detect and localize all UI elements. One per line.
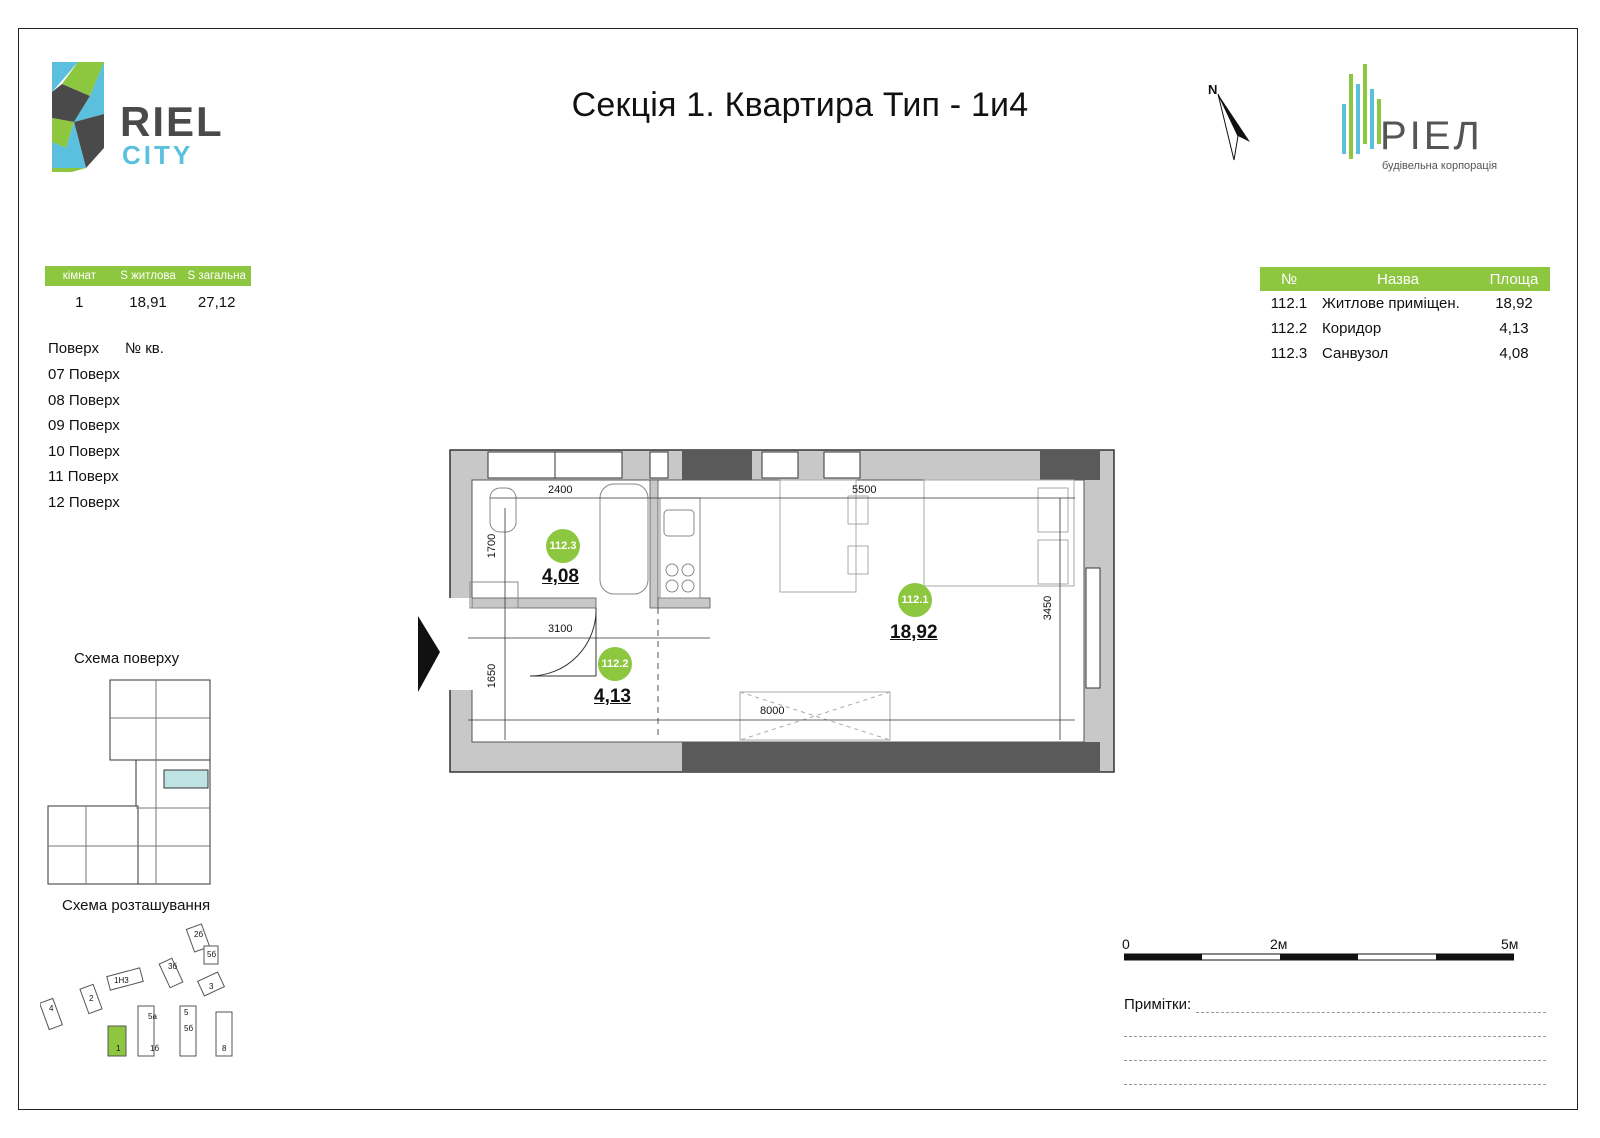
building-label: 3б	[168, 962, 178, 971]
room-area-label: 4,13	[594, 686, 631, 707]
summary-header-rooms: кімнат	[62, 270, 96, 282]
riel-city-logo: RIEL CITY	[52, 62, 232, 172]
dimension-label: 1700	[486, 533, 499, 559]
location-scheme-label: Схема розташування	[62, 897, 211, 914]
building-label: 1б	[150, 1044, 160, 1053]
summary-living-value: 18,91	[129, 294, 167, 311]
floor-item: 09 Поверх	[48, 417, 120, 434]
room-name: Житлове приміщен.	[1322, 295, 1460, 312]
summary-values: 1 18,91 27,12	[45, 294, 251, 311]
room-area-label: 4,08	[542, 566, 579, 587]
summary-rooms-value: 1	[75, 294, 84, 311]
dimension-label: 8000	[760, 705, 785, 717]
floor-item: 10 Поверх	[48, 442, 120, 460]
compass: N	[1208, 82, 1268, 162]
summary-header: кімнат S житлова S загальна	[45, 266, 251, 286]
building-label: 1Н3	[114, 976, 129, 985]
notes-line	[1196, 1012, 1546, 1013]
room-area: 4,08	[1499, 345, 1529, 362]
room-id-label: 112.3	[549, 540, 577, 552]
building-label: 4	[49, 1004, 54, 1013]
piel-logo: PIEЛ будівельна корпорація	[1340, 64, 1540, 174]
room-number: 112.3	[1270, 345, 1308, 362]
table-row: 112.3 Санвузол 4,08	[1260, 341, 1550, 366]
floor-scheme-label: Схема поверху	[74, 650, 180, 667]
notes-label: Примітки:	[1124, 996, 1192, 1013]
floor-list-header: Поверх № кв.	[48, 340, 164, 357]
scale-label-0: 0	[1122, 936, 1130, 952]
room-name: Санвузол	[1322, 345, 1389, 362]
floor-header-label: Поверх	[48, 340, 99, 357]
apartment-number-header: № кв.	[124, 340, 164, 357]
notes-line	[1124, 1036, 1546, 1037]
room-number: 112.2	[1270, 320, 1308, 337]
scale-bar	[1124, 953, 1514, 961]
riel-city-logo-mark	[52, 62, 104, 172]
building-label: 8	[222, 1044, 227, 1053]
logo-tagline: будівельна корпорація	[1382, 160, 1498, 172]
floor-item: 11 Поверх	[48, 468, 119, 485]
room-area: 4,13	[1499, 320, 1529, 337]
rooms-header-number: №	[1280, 270, 1298, 288]
apartment-floor-plan	[418, 449, 1115, 773]
building-label: 2б	[194, 930, 204, 939]
floor-item: 07 Поверх	[48, 366, 120, 383]
page-frame	[18, 28, 1578, 1110]
rooms-header-area: Площа	[1489, 270, 1539, 288]
scale-label-5m: 5м	[1501, 936, 1519, 952]
logo-city-text: CITY	[122, 140, 194, 170]
summary-table: кімнат S житлова S загальна 1 18,91 27,1…	[45, 266, 251, 311]
compass-north-label: N	[1208, 82, 1218, 97]
room-id-label: 112.2	[601, 658, 629, 670]
dimension-label: 2400	[548, 484, 573, 496]
notes-line	[1124, 1060, 1546, 1061]
scale-label-2m: 2м	[1270, 936, 1288, 952]
floor-list: 07 Поверх 08 Поверх 09 Поверх 10 Поверх …	[48, 362, 120, 515]
rooms-table: № Назва Площа 112.1 Житлове приміщен. 18…	[1260, 267, 1550, 366]
dimension-label: 3450	[1042, 595, 1055, 621]
logo-piel-text: PIEЛ	[1380, 114, 1483, 158]
room-badge-112-3	[546, 529, 580, 563]
north-arrow-icon	[1217, 93, 1250, 161]
building-label: 2	[89, 994, 94, 1003]
building-label: 5б	[207, 950, 217, 959]
rooms-header-name: Назва	[1376, 270, 1420, 288]
room-area: 18,92	[1495, 295, 1533, 312]
floor-scheme-diagram	[47, 679, 211, 885]
summary-header-total: S загальна	[187, 270, 246, 282]
logo-riel-text: RIEL	[120, 98, 224, 145]
building-label: 1	[116, 1044, 121, 1053]
floor-item: 08 Поверх	[48, 391, 120, 409]
rooms-table-header: № Назва Площа	[1260, 267, 1550, 291]
room-number: 112.1	[1270, 295, 1308, 312]
building-label: 3	[209, 982, 214, 991]
page-title: Секція 1. Квартира Тип - 1и4	[571, 86, 1029, 124]
room-id-label: 112.1	[901, 594, 929, 606]
table-row: 112.2 Коридор 4,13	[1260, 316, 1550, 341]
building-label: 5а	[148, 1012, 157, 1021]
summary-total-value: 27,12	[197, 294, 236, 311]
piel-logo-mark	[1342, 64, 1381, 159]
entrance-arrow-icon	[418, 616, 440, 692]
dimension-label: 1650	[486, 663, 499, 689]
room-badge-112-1	[898, 583, 932, 617]
building-label: 5	[184, 1008, 189, 1017]
location-scheme-diagram	[40, 923, 233, 1057]
building-label: 5б	[184, 1024, 194, 1033]
table-row: 112.1 Житлове приміщен. 18,92	[1260, 291, 1550, 316]
dimension-label: 3100	[548, 623, 573, 635]
room-badge-112-2	[598, 647, 632, 681]
notes-line	[1124, 1084, 1546, 1085]
dimension-label: 5500	[852, 484, 877, 496]
floor-item: 12 Поверх	[48, 493, 120, 511]
room-area-label: 18,92	[890, 622, 938, 643]
summary-header-living: S житлова	[120, 270, 176, 282]
room-name: Коридор	[1322, 320, 1382, 337]
